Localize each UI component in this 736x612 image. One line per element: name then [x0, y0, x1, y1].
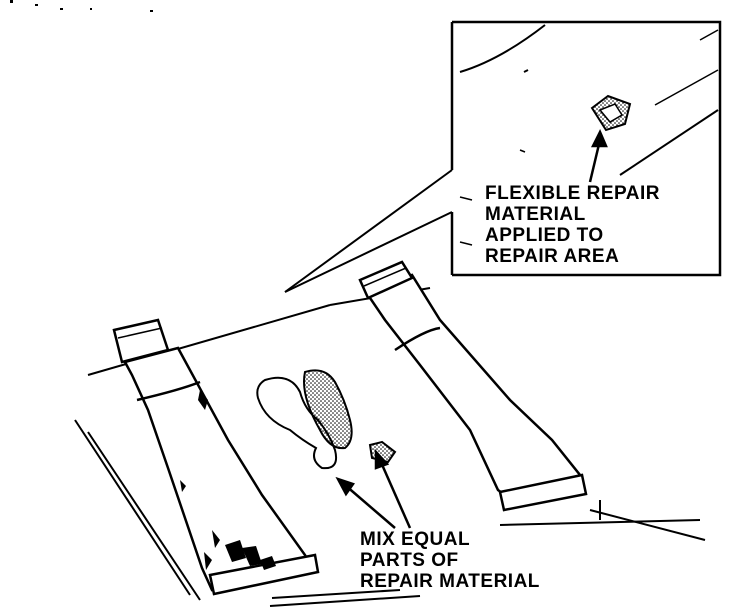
mix-equal-line-3: REPAIR MATERIAL	[360, 571, 540, 592]
flexible-repair-line-1: FLEXIBLE REPAIR	[485, 183, 660, 204]
arrows-to-mixing-puddle	[335, 448, 412, 529]
scan-specks	[10, 0, 153, 12]
repair-patch	[590, 94, 632, 132]
left-tube-smudges	[180, 390, 276, 570]
flexible-repair-line-3: APPLIED TO	[485, 225, 604, 246]
mix-equal-label: MIX EQUAL PARTS OF REPAIR MATERIAL	[360, 529, 540, 592]
mix-equal-line-2: PARTS OF	[360, 550, 459, 571]
flexible-repair-line-4: REPAIR AREA	[485, 246, 620, 267]
work-surface	[74, 287, 706, 607]
flexible-repair-label: FLEXIBLE REPAIR MATERIAL APPLIED TO REPA…	[485, 183, 660, 267]
mix-equal-line-1: MIX EQUAL	[360, 529, 471, 550]
left-tube	[112, 318, 320, 596]
inset-callout	[284, 20, 722, 293]
right-tube	[358, 260, 588, 512]
flexible-repair-line-2: MATERIAL	[485, 204, 586, 225]
arrow-to-repair-area	[588, 129, 608, 183]
mixing-puddle	[256, 369, 397, 470]
